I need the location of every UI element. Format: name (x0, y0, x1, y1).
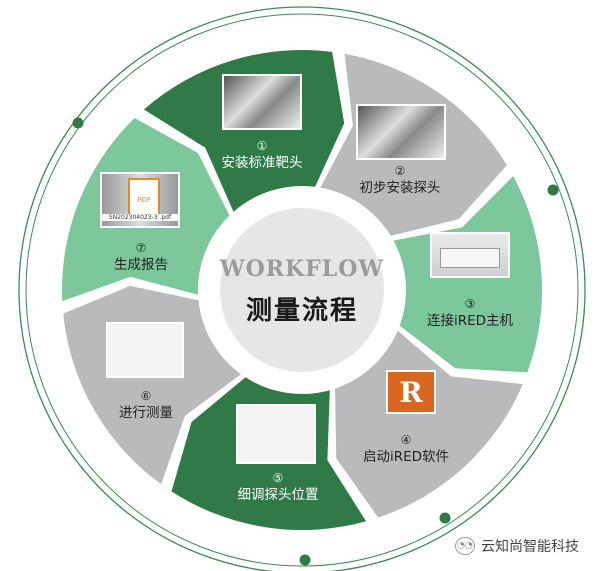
step-3-device-photo (430, 232, 510, 278)
ring-dot-4 (299, 554, 311, 566)
pdf-filename: SN202304023-3 .pdf (102, 214, 178, 221)
ring-dot-1 (72, 117, 84, 129)
brand: ◔◔ 云知尚智能科技 (455, 536, 579, 556)
step-4-software-logo: R (386, 370, 436, 414)
center-title-en: WORKFLOW (219, 256, 385, 282)
outer-circle (18, 6, 586, 571)
pdf-icon: PDF (128, 178, 160, 216)
brand-name: 云知尚智能科技 (481, 539, 579, 555)
step-4-segment (335, 330, 523, 518)
step-6-measurement-screenshot (106, 322, 184, 378)
outer-circle-inner (25, 13, 579, 567)
ring-dot-3 (439, 512, 451, 524)
step-2-photo (356, 104, 446, 160)
software-logo-text: R (399, 375, 423, 409)
wechat-icon: ◔◔ (455, 537, 475, 555)
step-1-photo (222, 74, 302, 130)
center-title-cn: 测量流程 (245, 296, 359, 326)
step-7-report-thumbnail: PDF SN202304023-3 .pdf (100, 172, 180, 228)
ring-dot-2 (547, 184, 559, 196)
step-5-gauges-screenshot (236, 404, 316, 464)
center-circle (220, 208, 384, 372)
